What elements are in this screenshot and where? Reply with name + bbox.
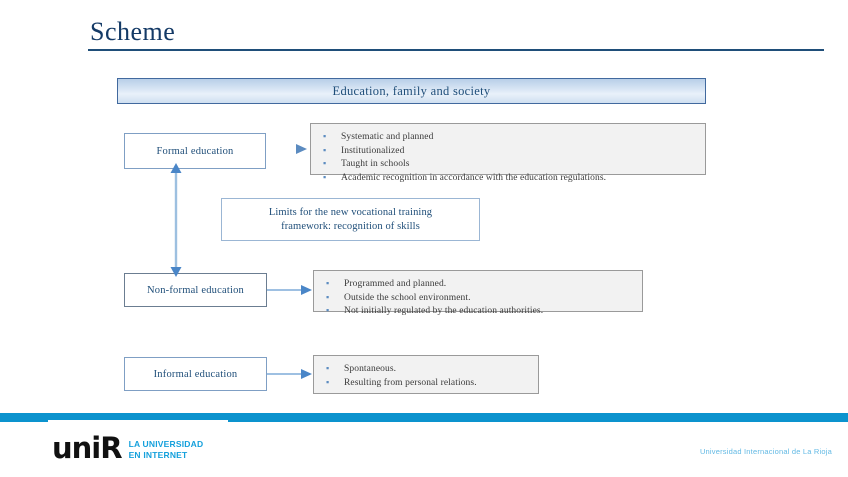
- arrow-formal-nonformal-vertical-icon: [170, 163, 182, 277]
- bullet-box-formal-education: ▪ Systematic and planned ▪ Institutional…: [310, 123, 706, 183]
- list-item: ▪ Resulting from personal relations.: [326, 376, 530, 390]
- node-non-formal-education: Non-formal education: [124, 273, 267, 307]
- list-item: ▪ Institutionalized: [323, 144, 697, 158]
- bullet-marker-icon: ▪: [323, 171, 327, 182]
- node-non-formal-education-label: Non-formal education: [146, 284, 244, 296]
- footer-bar-notch: [48, 420, 228, 422]
- unir-logo: uniR LA UNIVERSIDAD EN INTERNET: [52, 434, 203, 463]
- list-item-text: Taught in schools: [341, 159, 410, 169]
- bullet-marker-icon: ▪: [326, 376, 330, 387]
- unir-tagline: LA UNIVERSIDAD EN INTERNET: [128, 439, 204, 460]
- bullet-marker-icon: ▪: [323, 144, 327, 155]
- slide-header: Scheme: [88, 16, 824, 51]
- list-item-text: Programmed and planned.: [344, 279, 447, 289]
- list-item: ▪ Taught in schools: [323, 157, 697, 171]
- bullet-marker-icon: ▪: [326, 278, 330, 288]
- arrow-formal-to-bullets-icon: [296, 144, 307, 154]
- page-title: Scheme: [90, 17, 176, 46]
- banner-education-family-society: Education, family and society: [117, 78, 706, 104]
- footer-university-name: Universidad Internacional de La Rioja: [699, 447, 832, 456]
- unir-wordmark: uniR: [52, 431, 123, 465]
- title-underline: [88, 49, 824, 51]
- arrow-nonformal-to-bullets-icon: [267, 285, 312, 295]
- node-informal-education-label: Informal education: [153, 368, 238, 380]
- banner-label: Education, family and society: [332, 83, 491, 98]
- list-item-text: Spontaneous.: [344, 364, 397, 374]
- list-item-text: Systematic and planned: [341, 132, 434, 142]
- node-limits-label: Limits for the new vocational training f…: [268, 206, 433, 232]
- node-limits-vocational-training: Limits for the new vocational training f…: [221, 198, 480, 241]
- arrow-informal-to-bullets-icon: [267, 369, 312, 379]
- list-item: ▪ Not initially regulated by the educati…: [326, 304, 634, 318]
- bullet-marker-icon: ▪: [323, 131, 327, 141]
- list-item-text: Outside the school environment.: [344, 292, 471, 303]
- list-item-text: Resulting from personal relations.: [344, 377, 477, 388]
- list-item: ▪ Outside the school environment.: [326, 291, 634, 305]
- node-formal-education-label: Formal education: [156, 145, 234, 157]
- bullet-box-informal-education: ▪ Spontaneous. ▪ Resulting from personal…: [313, 355, 539, 394]
- list-item-text: Not initially regulated by the education…: [344, 306, 544, 316]
- node-informal-education: Informal education: [124, 357, 267, 391]
- list-item-text: Academic recognition in accordance with …: [341, 172, 607, 183]
- list-item: ▪ Spontaneous.: [326, 362, 530, 376]
- bullet-marker-icon: ▪: [323, 158, 327, 168]
- bullet-marker-icon: ▪: [326, 291, 330, 302]
- node-formal-education: Formal education: [124, 133, 266, 169]
- bullet-marker-icon: ▪: [326, 363, 330, 373]
- list-item: ▪ Programmed and planned.: [326, 277, 634, 291]
- footer-accent-bar: [0, 413, 848, 422]
- list-item: ▪ Systematic and planned: [323, 130, 697, 144]
- list-item: ▪ Academic recognition in accordance wit…: [323, 171, 697, 185]
- list-item-text: Institutionalized: [341, 145, 405, 156]
- bullet-marker-icon: ▪: [326, 305, 330, 315]
- bullet-box-non-formal-education: ▪ Programmed and planned. ▪ Outside the …: [313, 270, 643, 316]
